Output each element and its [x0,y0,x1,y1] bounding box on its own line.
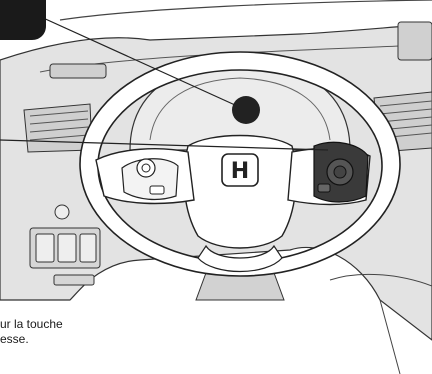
caption-line-2: esse. [0,332,63,347]
top-right-display [398,22,432,60]
top-vent [50,64,106,78]
caption-text: ur la touche esse. [0,317,63,347]
callout-marker-dot [232,96,260,124]
dash-top-edge [60,0,432,20]
left-control-pad [122,159,178,200]
honda-logo: H [222,154,258,186]
callout-bubble [0,0,46,40]
steering-wheel-hub [184,136,296,249]
logo-letter: H [231,159,249,184]
right-control-pad [314,142,368,202]
caption-line-1: ur la touche [0,317,63,332]
